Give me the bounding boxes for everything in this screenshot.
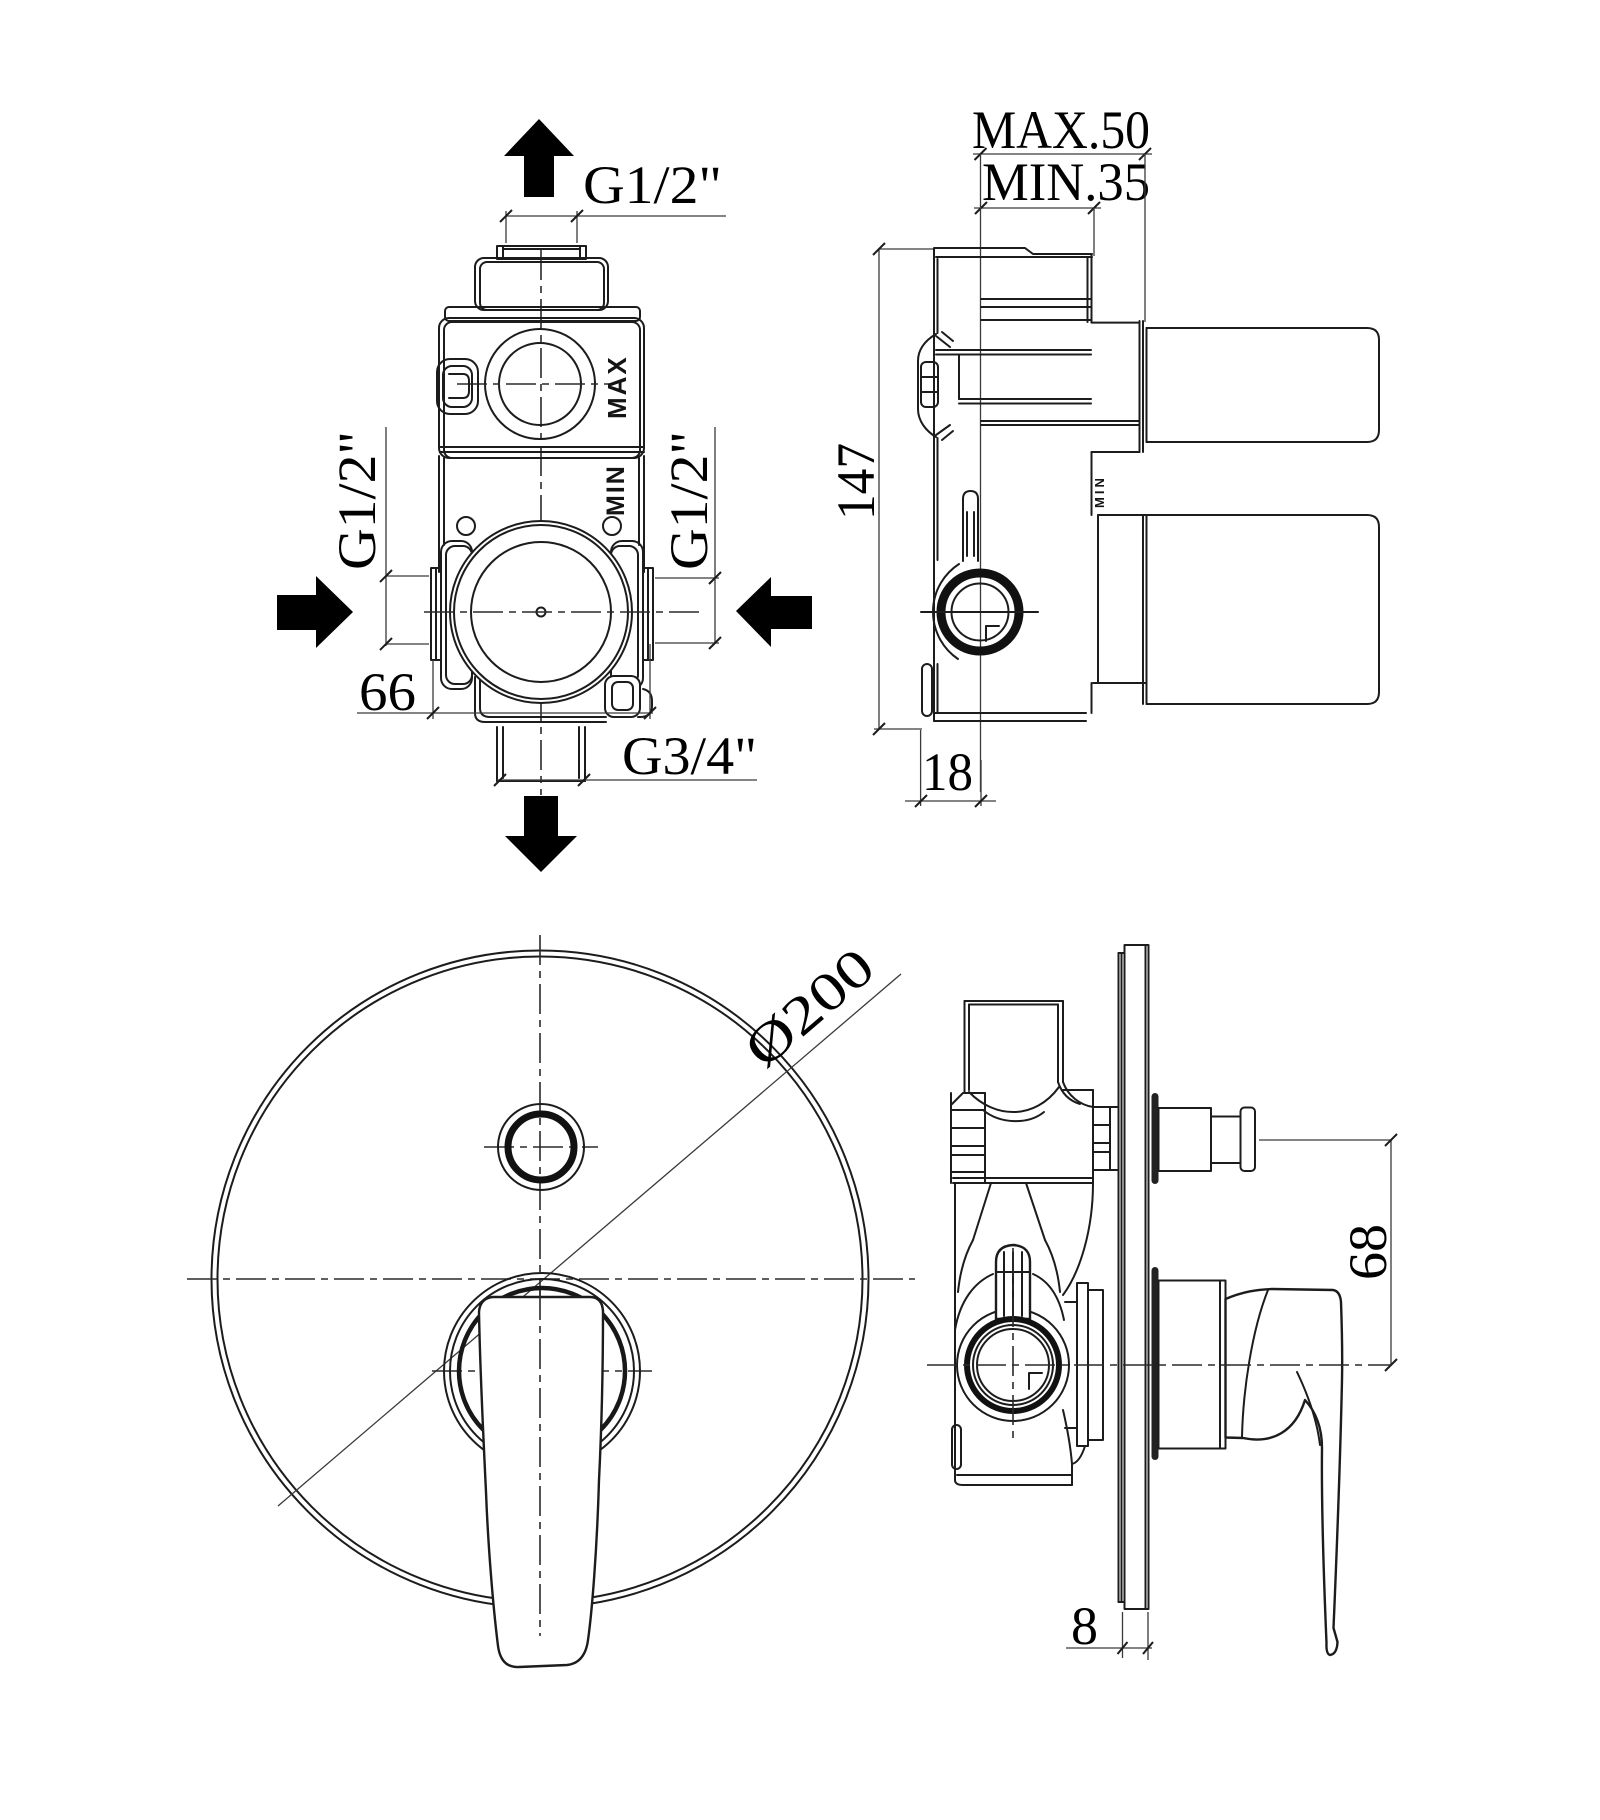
svg-text:MIN: MIN	[1092, 475, 1107, 508]
svg-text:147: 147	[826, 443, 886, 520]
svg-text:MAX: MAX	[602, 355, 632, 419]
svg-text:66: 66	[359, 662, 416, 722]
svg-text:G1/2": G1/2"	[583, 155, 722, 215]
svg-text:MIN: MIN	[602, 464, 630, 516]
svg-text:8: 8	[1071, 1596, 1098, 1656]
svg-text:68: 68	[1338, 1224, 1398, 1280]
svg-text:MIN.35: MIN.35	[982, 152, 1150, 212]
svg-text:G1/2": G1/2"	[659, 431, 719, 570]
svg-text:G3/4": G3/4"	[622, 726, 757, 786]
svg-text:G1/2": G1/2"	[327, 431, 387, 570]
svg-text:18: 18	[922, 742, 973, 802]
svg-text:MAX.50: MAX.50	[972, 100, 1150, 160]
